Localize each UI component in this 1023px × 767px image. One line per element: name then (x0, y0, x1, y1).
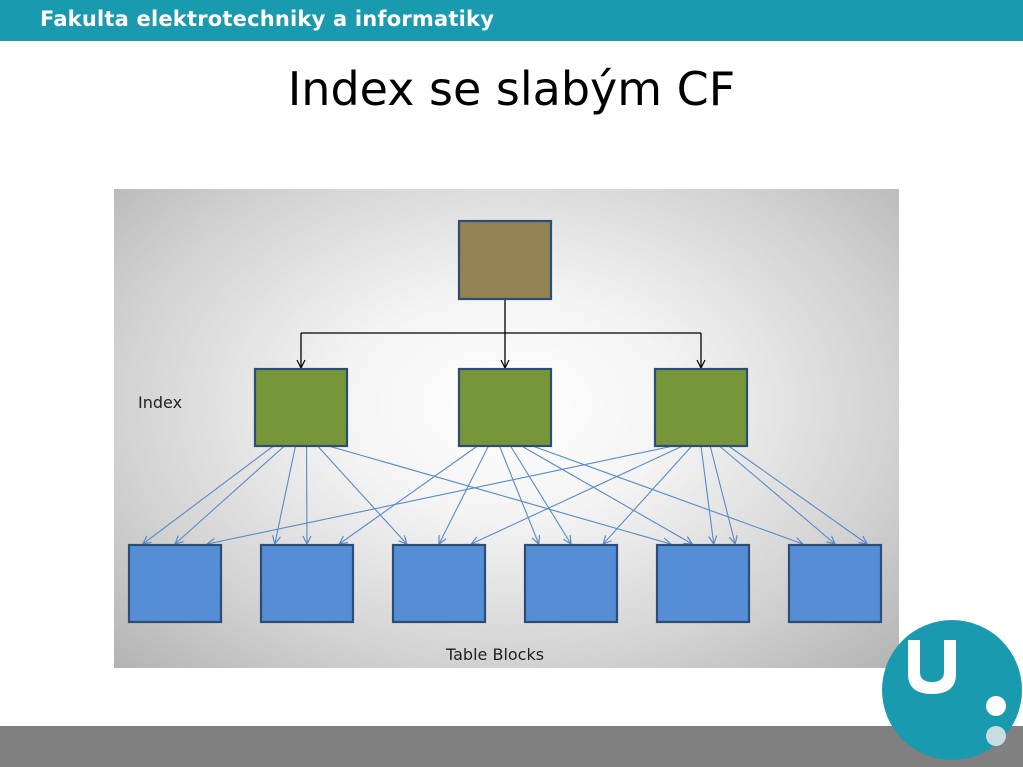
index-node (253, 367, 349, 448)
pointer-edges (143, 445, 868, 544)
tree-edges (301, 299, 701, 368)
pointer-edge (207, 445, 674, 544)
pointer-edge (719, 445, 835, 544)
pointer-edge (328, 445, 671, 544)
index-node (457, 367, 553, 448)
table-block (127, 543, 223, 624)
index-node (653, 367, 749, 448)
pointer-edge (510, 445, 571, 544)
logo-u-glyph (908, 640, 956, 694)
table-blocks-label: Table Blocks (446, 645, 545, 664)
index-label: Index (138, 393, 183, 412)
university-logo (882, 620, 1022, 760)
pointer-edge (275, 445, 297, 544)
pointer-edge (532, 445, 803, 544)
pointer-edge (339, 445, 478, 544)
node-layer (127, 219, 883, 624)
table-block (655, 543, 751, 624)
logo-dot-lower (986, 726, 1006, 746)
logo-dot-upper (986, 696, 1006, 716)
table-block (259, 543, 355, 624)
pointer-edge (728, 445, 868, 544)
pointer-edge (317, 445, 407, 544)
pointer-edge (603, 445, 693, 544)
slide-title: Index se slabým CF (287, 62, 736, 116)
pointer-edge (143, 445, 274, 544)
header-bar: Fakulta elektrotechniky a informatiky (0, 0, 1023, 41)
pointer-edge (521, 445, 693, 544)
pointer-edge (471, 445, 683, 544)
pointer-edge (709, 445, 735, 544)
pointer-edge (700, 445, 714, 544)
pointer-edge (439, 445, 489, 544)
faculty-name: Fakulta elektrotechniky a informatiky (40, 7, 495, 31)
table-block (787, 543, 883, 624)
table-block (391, 543, 487, 624)
root-node (457, 219, 553, 301)
table-block (523, 543, 619, 624)
pointer-edge (175, 445, 285, 544)
footer-bar (0, 726, 1023, 767)
pointer-edge (498, 445, 538, 544)
